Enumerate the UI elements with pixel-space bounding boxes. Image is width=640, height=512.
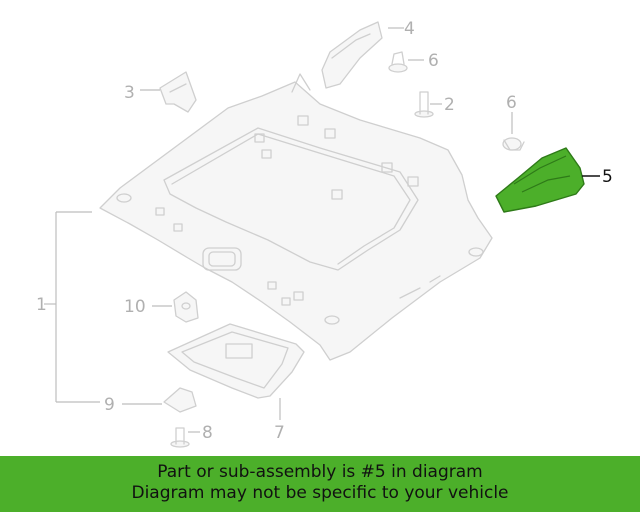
callout-4: 4 <box>404 19 415 39</box>
part-6-clip-lower <box>502 137 525 151</box>
part-3-bracket <box>159 71 197 113</box>
callout-6-upper: 6 <box>428 51 439 71</box>
part-4-garnish <box>321 21 383 89</box>
part-6-clip-upper <box>388 51 408 73</box>
callout-6-lower: 6 <box>506 93 517 113</box>
banner-line-1: Part or sub-assembly is #5 in diagram <box>157 462 483 482</box>
part-5-shape <box>495 147 585 213</box>
callout-10: 10 <box>124 297 146 317</box>
headliner-panel <box>99 73 493 361</box>
callout-7: 7 <box>274 423 285 443</box>
parts-diagram: 1 2 3 4 5 6 6 7 8 9 10 <box>36 19 613 448</box>
part-info-banner: Part or sub-assembly is #5 in diagram Di… <box>0 456 640 512</box>
callout-2: 2 <box>444 95 455 115</box>
part-5-trim-highlighted <box>495 147 585 213</box>
leader-lines <box>44 27 600 433</box>
part-7-sun-visor <box>167 323 305 399</box>
banner-line-2: Diagram may not be specific to your vehi… <box>131 483 509 503</box>
part-8-clip <box>170 427 190 448</box>
part-2-pin <box>414 91 434 118</box>
callout-8: 8 <box>202 423 213 443</box>
part-10-clip <box>173 291 199 323</box>
callout-3: 3 <box>124 83 135 103</box>
callout-1: 1 <box>36 295 47 315</box>
callout-5: 5 <box>602 167 613 187</box>
part-9-holder <box>163 387 197 413</box>
callout-9: 9 <box>104 395 115 415</box>
